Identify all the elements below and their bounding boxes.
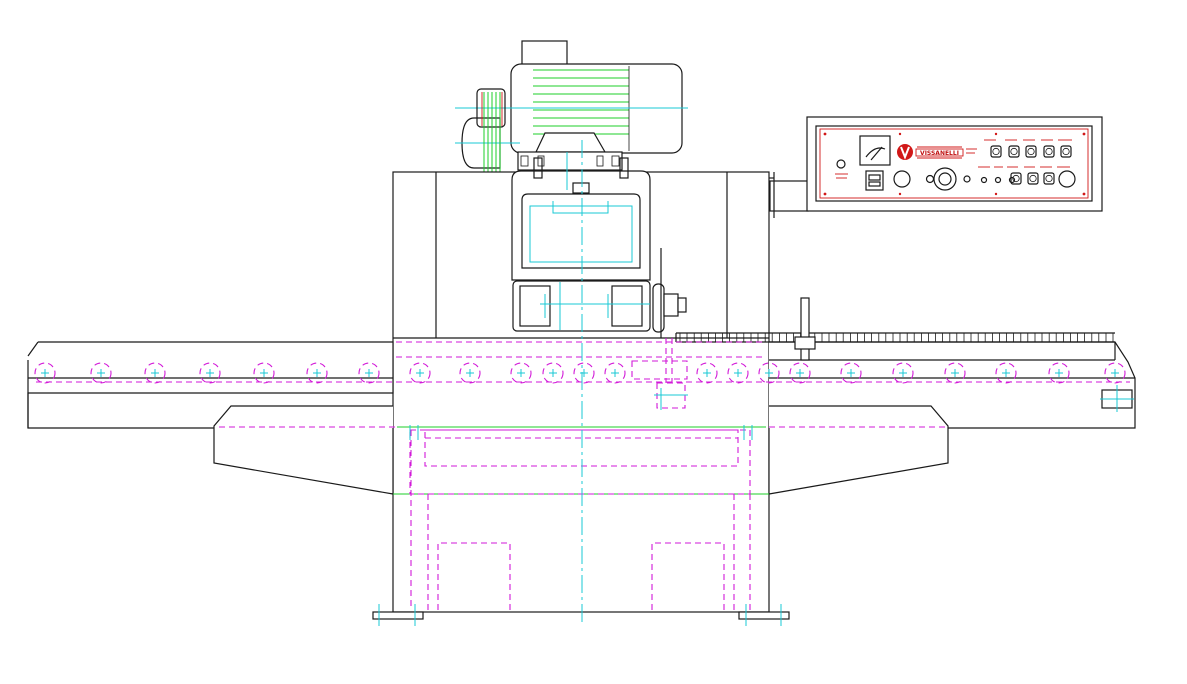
motor-mount	[535, 132, 607, 153]
conveyor-roller	[995, 362, 1017, 384]
rack-tooth	[864, 332, 872, 342]
side-wings	[213, 405, 949, 495]
conveyor-roller	[409, 362, 431, 384]
center-lines	[409, 140, 753, 626]
rack-tooth	[764, 332, 773, 342]
motor-cooling-fins	[533, 69, 629, 135]
conveyor-roller	[510, 362, 532, 384]
start-knob[interactable]	[893, 170, 911, 188]
flange-bolts	[520, 155, 620, 167]
conveyor-roller	[306, 362, 328, 384]
rollers	[34, 362, 1126, 384]
panel-button[interactable]	[1025, 145, 1037, 158]
rack-tooth	[921, 332, 929, 342]
rack-tooth	[949, 332, 958, 342]
left-wing	[213, 405, 394, 495]
conveyor-roller	[604, 362, 626, 384]
rack-tooth	[1020, 332, 1029, 342]
rack-tooth	[1034, 332, 1043, 342]
conveyor-roller	[144, 362, 166, 384]
conveyor-roller	[34, 362, 56, 384]
left-foot	[372, 611, 424, 620]
brand-label: VISSANELLI	[920, 150, 959, 157]
rack-tooth	[835, 332, 844, 342]
panel-button[interactable]	[1060, 145, 1072, 158]
rack-tooth	[750, 332, 759, 342]
rack-tooth	[736, 332, 745, 342]
rack-tooth	[935, 332, 943, 342]
rack-tooth	[1105, 332, 1114, 342]
rack-tooth	[779, 332, 787, 342]
panel-corner-screws	[823, 132, 1086, 196]
emergency-stop[interactable]	[1058, 170, 1076, 188]
blade-hub	[663, 293, 679, 317]
panel-button[interactable]	[1027, 172, 1039, 185]
panel-button[interactable]	[1043, 172, 1055, 185]
rack-tooth	[992, 332, 1000, 342]
conveyor-roller	[892, 362, 914, 384]
indicator-light	[836, 159, 846, 169]
panel-indicator	[980, 176, 988, 184]
conveyor-roller	[459, 362, 481, 384]
rack-tooth	[1063, 332, 1071, 342]
conveyor-roller	[840, 362, 862, 384]
ammeter	[859, 135, 891, 166]
right-foot	[738, 611, 790, 620]
spindle-head	[511, 157, 687, 338]
conveyor-roller	[253, 362, 275, 384]
rack-tooth	[906, 332, 915, 342]
conveyor-roller	[1104, 362, 1126, 384]
right-wing	[768, 405, 949, 495]
rack-tooth	[1077, 332, 1085, 342]
rack-tooth	[963, 332, 972, 342]
conveyor-roller	[758, 362, 780, 384]
rack-tooth	[1048, 332, 1057, 342]
motor	[455, 40, 688, 171]
conveyor-roller	[696, 362, 718, 384]
head-housing	[511, 170, 651, 281]
rack-tooth	[679, 332, 688, 342]
rack-tooth	[977, 332, 986, 342]
panel-button[interactable]	[990, 145, 1002, 158]
conveyor-roller	[573, 362, 595, 384]
panel-button[interactable]	[1010, 172, 1022, 185]
conveyor-roller	[1048, 362, 1070, 384]
panel-button[interactable]	[1008, 145, 1020, 158]
rack-tooth	[850, 332, 858, 342]
panel-indicator	[1008, 176, 1016, 184]
conveyor-roller	[944, 362, 966, 384]
conveyor-roller	[358, 362, 380, 384]
rack-tooth	[878, 332, 887, 342]
rack-tooth	[693, 332, 702, 342]
conveyor-roller	[789, 362, 811, 384]
panel-indicator	[994, 176, 1002, 184]
vissanelli-logo: VISSANELLI	[897, 144, 977, 160]
conveyor-roller	[727, 362, 749, 384]
panel-button[interactable]	[1043, 145, 1055, 158]
conveyor-roller	[199, 362, 221, 384]
fence-post	[800, 297, 810, 361]
saw-blade	[652, 283, 665, 333]
rack-tooth	[708, 332, 716, 342]
rack-tooth	[1006, 332, 1014, 342]
control-panel: VISSANELLI	[769, 116, 1103, 212]
conveyor-roller	[90, 362, 112, 384]
rack-tooth	[892, 332, 901, 342]
conveyor-roller	[542, 362, 564, 384]
panel-buttons	[980, 145, 1076, 188]
panel-markings	[978, 139, 1072, 168]
rack-tooth	[821, 332, 830, 342]
rack-tooth	[1091, 332, 1100, 342]
motor-pulley	[476, 88, 506, 128]
rack-tooth	[722, 332, 730, 342]
